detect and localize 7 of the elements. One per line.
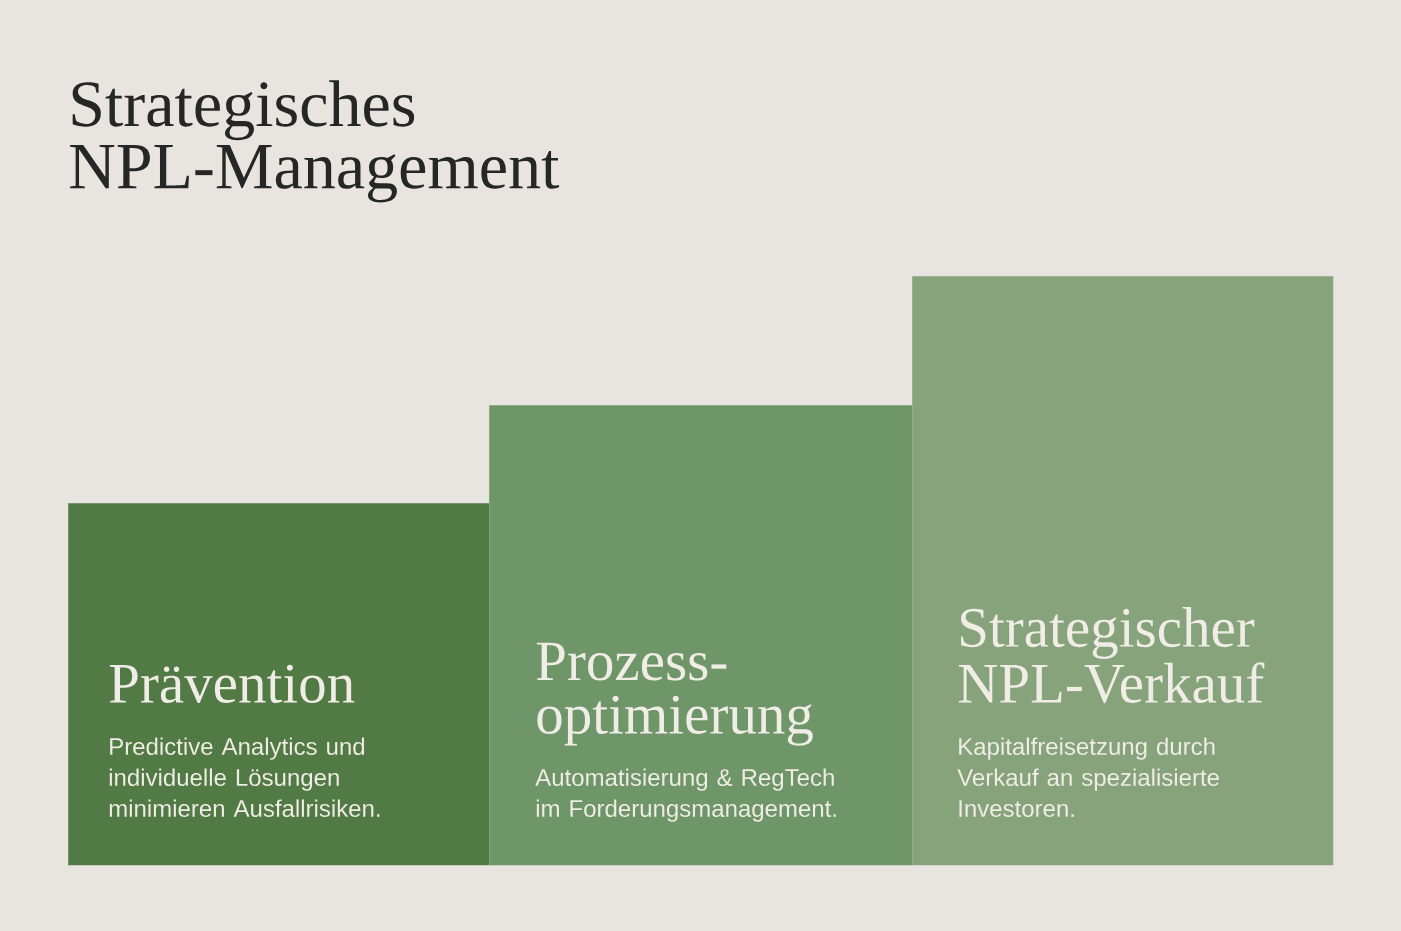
step-heading: Prävention [109, 664, 355, 703]
step-heading: Strategischer NPL-Verkauf [958, 607, 1265, 704]
diagram-title: Strategisches NPL-Management [70, 80, 560, 203]
step-heading: Prozess- optimierung [536, 642, 813, 746]
step-description: Kapitalfreisetzung durch Verkauf an spezialisierte Investoren. [957, 737, 1219, 818]
step-description: Automatisierung & RegTech im Forderungsmanagement. [535, 768, 836, 822]
step-description: Predictive Analytics und individuelle Lösungen minimieren Ausfallrisiken. [109, 737, 380, 818]
